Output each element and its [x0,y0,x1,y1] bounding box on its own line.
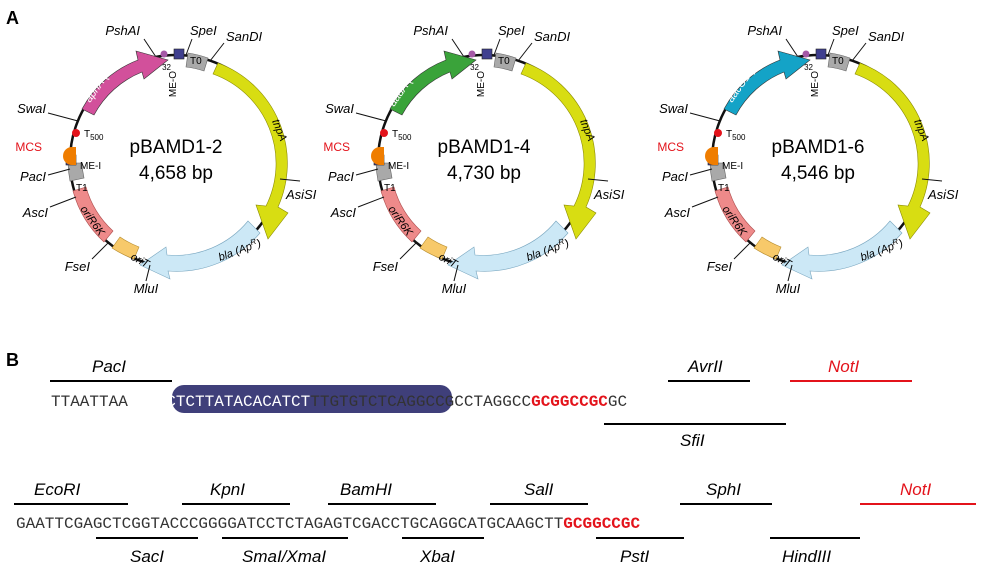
site-fsei: FseI [65,259,91,274]
site-sandi: SanDI [868,29,905,44]
sequence-2: GAATTCGAGCTCGGTACCCGGGGATCCTCTAGAGTCGACC… [14,480,976,566]
site-pshai: PshAI [413,23,448,38]
plasmid-map-2: pBAMD1-4 4,730 bp PshAI SpeI SanDI SwaI … [323,23,624,296]
site-mlui: MluI [442,281,467,296]
t500-label: T500 [726,129,746,142]
enzyme-noti-2: NotI [900,480,931,499]
enzyme-ecori: EcoRI [34,480,81,499]
site-asci: AscI [22,205,49,220]
t0-label: T0 [190,56,202,67]
plasmid-map-1: pBAMD1-2 4,658 bp PshAI SpeI SanDI SwaI … [15,23,316,296]
site-pshai: PshAI [105,23,140,38]
enzyme-avrii: AvrII [687,357,723,376]
enzyme-paci: PacI [92,357,126,376]
panel-a-label: A [6,8,19,28]
site-sandi: SanDI [226,29,263,44]
enzyme-smai-xmai: SmaI/XmaI [242,547,326,566]
t1-label: T1 [718,183,730,194]
t0-label: T0 [498,56,510,67]
site-swai: SwaI [325,101,354,116]
t0-label: T0 [832,56,844,67]
mosaic-end-highlight [172,385,452,413]
plasmid-size: 4,546 bp [781,163,855,184]
site-swai: SwaI [659,101,688,116]
site-asci: AscI [664,205,691,220]
site-mlui: MluI [134,281,159,296]
resistance-marker-arrow [389,50,477,116]
site-spei: SpeI [190,23,217,38]
me-o-label: ME-O [810,71,821,97]
plasmid-size: 4,730 bp [447,163,521,184]
enzyme-noti-1: NotI [828,357,859,376]
sequence-2-text: GAATTCGAGCTCGGTACCCGGGGATCCTCTAGAGTCGACC… [16,515,641,533]
enzyme-hindiii: HindIII [782,547,831,566]
enzyme-xbai: XbaI [419,547,455,566]
me-i-label: ME-I [388,161,409,172]
panel-b-label: B [6,350,19,370]
site-paci: PacI [20,169,46,184]
enzyme-sfii: SfiI [680,431,705,450]
site-fsei: FseI [373,259,399,274]
resistance-marker-arrow [723,50,811,116]
site-asisi: AsiSI [593,187,625,202]
resistance-marker-arrow [81,50,169,116]
mcs-label: MCS [323,140,350,154]
sequence-1-text: TTAATTAACTGTCTCTTATACACATCTTTGTGTCTCAGGC… [51,393,627,411]
t500-label: T500 [84,129,104,142]
site-pshai: PshAI [747,23,782,38]
site-asisi: AsiSI [927,187,959,202]
me-o-label: ME-O [476,71,487,97]
enzyme-bamhi: BamHI [340,480,392,499]
plasmid-name: pBAMD1-2 [130,137,223,158]
site-paci: PacI [328,169,354,184]
site-mlui: MluI [776,281,801,296]
plasmid-name: pBAMD1-6 [772,137,865,158]
t1-label: T1 [384,183,396,194]
site-spei: SpeI [498,23,525,38]
site-asisi: AsiSI [285,187,317,202]
me-i-label: ME-I [80,161,101,172]
plasmid-name: pBAMD1-4 [438,137,531,158]
t500-label: T500 [392,129,412,142]
site-swai: SwaI [17,101,46,116]
t1-label: T1 [76,183,88,194]
site-spei: SpeI [832,23,859,38]
mcs-label: MCS [15,140,42,154]
site-sandi: SanDI [534,29,571,44]
mcs-label: MCS [657,140,684,154]
plasmid-map-3: pBAMD1-6 4,546 bp PshAI SpeI SanDI SwaI … [657,23,958,296]
site-fsei: FseI [707,259,733,274]
site-asci: AscI [330,205,357,220]
enzyme-sphi: SphI [706,480,741,499]
plasmid-size: 4,658 bp [139,163,213,184]
me-i-label: ME-I [722,161,743,172]
sequence-1: TTAATTAACTGTCTCTTATACACATCTTTGTGTCTCAGGC… [50,357,912,450]
enzyme-saci: SacI [130,547,164,566]
enzyme-kpni: KpnI [210,480,245,499]
enzyme-sali: SalI [524,480,554,499]
me-o-label: ME-O [168,71,179,97]
site-paci: PacI [662,169,688,184]
enzyme-psti: PstI [620,547,650,566]
